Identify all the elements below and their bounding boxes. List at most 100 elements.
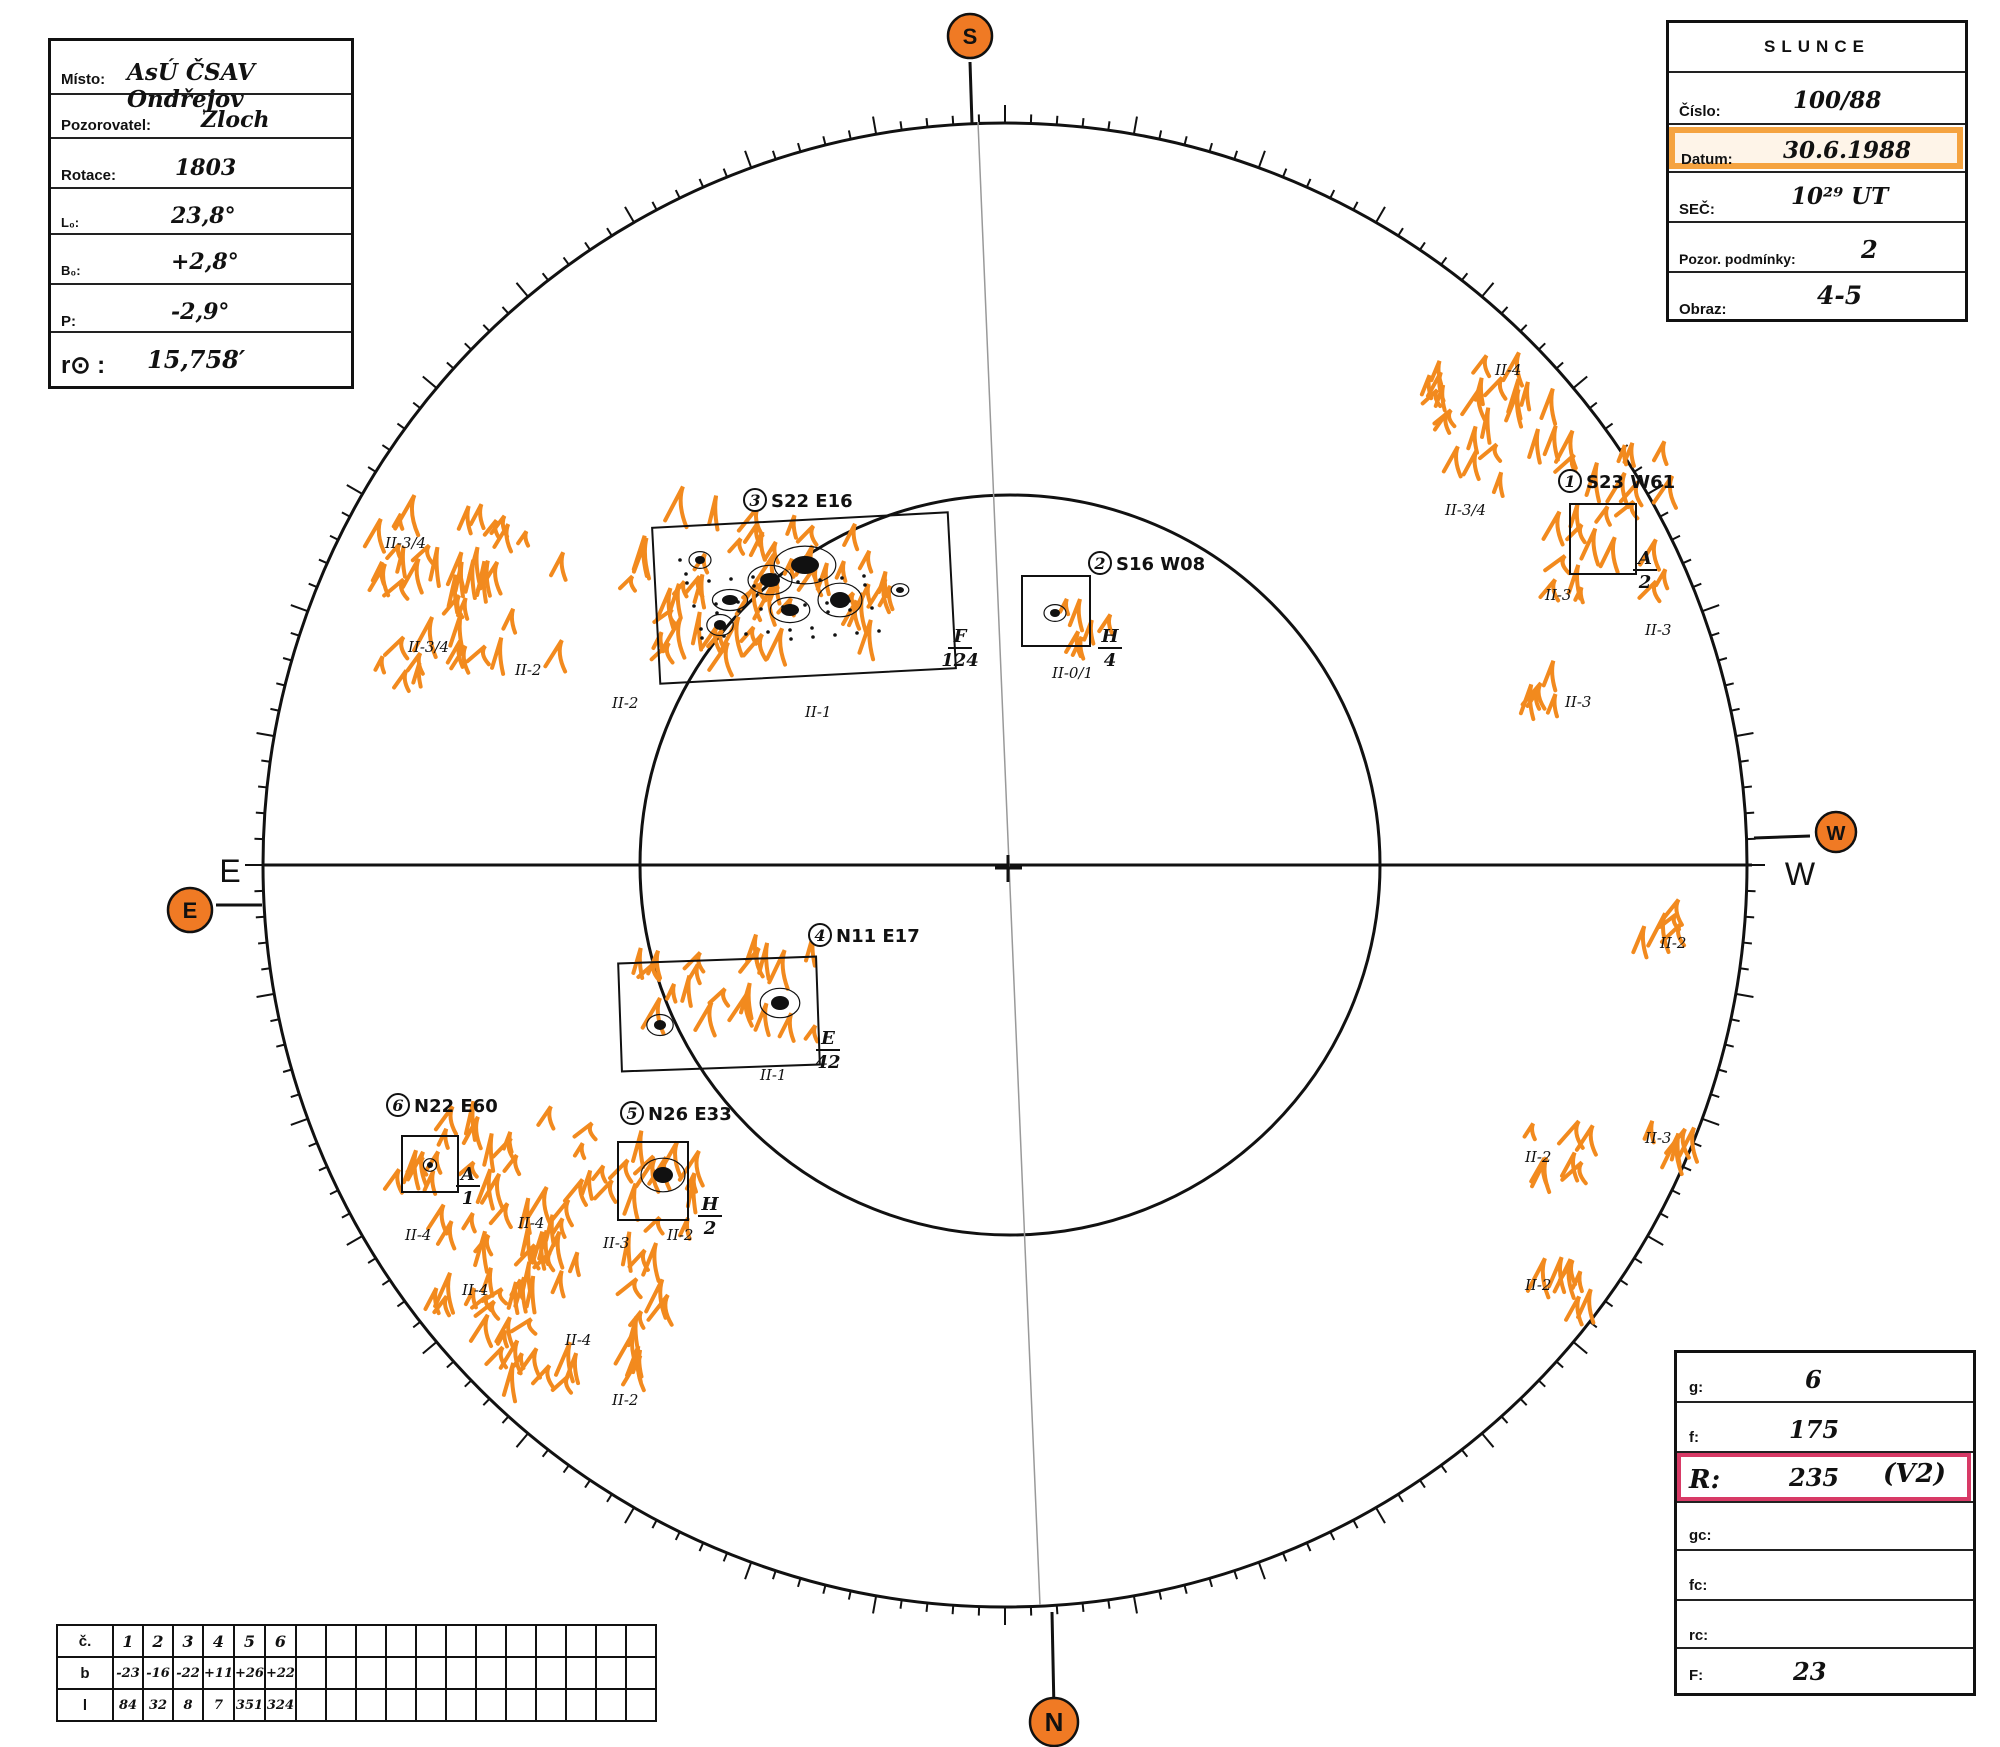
- limb-tick: [276, 1043, 286, 1048]
- limb-tick: [1724, 682, 1734, 687]
- pore: [796, 580, 800, 584]
- facula-stroke: [1432, 408, 1457, 429]
- facula-stroke: [495, 1329, 509, 1349]
- limb-tick: [1208, 1577, 1213, 1588]
- facula-stroke: [1461, 450, 1481, 482]
- limb-tick: [256, 732, 275, 738]
- pore: [737, 609, 741, 613]
- facula-stroke: [742, 522, 763, 548]
- gc-label: gc:: [1689, 1527, 1712, 1544]
- axis-letter-w: W: [1785, 856, 1816, 892]
- pore: [811, 635, 815, 639]
- counts-box: g: 6 f: 175 R: 235 (V2) gc: fc: rc: F: 2…: [1674, 1350, 1976, 1696]
- facula-stroke: [607, 1158, 634, 1184]
- cell-b: -23: [112, 1656, 144, 1690]
- facula-stroke: [433, 1105, 459, 1136]
- facula-stroke: [564, 1352, 581, 1386]
- empty-cell: [474, 1688, 507, 1722]
- facula-stroke: [649, 641, 675, 665]
- empty-cell: [594, 1688, 627, 1722]
- fc-label: fc:: [1689, 1577, 1708, 1594]
- facula-stroke: [631, 947, 645, 980]
- facula-label: II-2: [611, 1391, 638, 1409]
- facula-stroke: [1480, 407, 1492, 445]
- slunce-info-box: SLUNCE Číslo: 100/88 Datum: 30.6.1988 SE…: [1666, 20, 1968, 322]
- facula-stroke: [501, 607, 518, 635]
- facula-label: II-4: [517, 1214, 544, 1232]
- facula-stroke: [1652, 440, 1669, 467]
- facula-stroke: [383, 635, 410, 661]
- facula-stroke: [1566, 564, 1583, 601]
- limb-tick: [422, 375, 438, 389]
- facula-stroke: [488, 1202, 513, 1230]
- facula-stroke: [618, 574, 637, 593]
- facula-stroke: [785, 514, 798, 540]
- l0-label: L₀:: [61, 215, 80, 230]
- facula-stroke: [1478, 442, 1503, 463]
- facula-stroke: [468, 503, 486, 531]
- facula-label: II-4: [461, 1281, 488, 1299]
- facula-stroke: [1539, 387, 1558, 426]
- r-value-highlight: [1677, 1453, 1971, 1501]
- sunspot: [714, 620, 726, 630]
- facula-stroke: [550, 1270, 566, 1299]
- sunspot: [781, 604, 799, 616]
- axis-letter-e: E: [219, 853, 240, 889]
- facula-stroke: [1460, 385, 1487, 422]
- sunspot: [896, 587, 904, 593]
- facula-stroke: [628, 1310, 646, 1330]
- facula-stroke: [707, 495, 720, 532]
- obraz-value: 4-5: [1817, 281, 1863, 310]
- pore: [752, 584, 756, 588]
- facula-stroke: [531, 1364, 555, 1389]
- sunspot-penumbra: [646, 1013, 674, 1037]
- limb-tick: [1735, 992, 1754, 998]
- facula-stroke: [461, 1212, 477, 1234]
- group-count: 124: [941, 650, 979, 671]
- pore: [729, 577, 733, 581]
- limb-tick: [1647, 1235, 1664, 1246]
- facula-stroke: [463, 1287, 478, 1310]
- group-number: 2: [1093, 554, 1105, 573]
- empty-cell: [504, 1624, 537, 1658]
- facula-stroke: [842, 522, 860, 552]
- facula-stroke: [1552, 1258, 1576, 1300]
- facula-stroke: [1491, 471, 1505, 498]
- facula-stroke: [382, 1168, 404, 1195]
- limb-tick: [1724, 1043, 1734, 1048]
- facula-stroke: [549, 1198, 574, 1228]
- facula-label: II-2: [666, 1226, 693, 1244]
- empty-cell: [294, 1688, 327, 1722]
- facula-stroke: [741, 632, 768, 662]
- sunspot: [830, 592, 850, 608]
- facula-stroke: [572, 1121, 598, 1142]
- cell-l: 351: [232, 1688, 266, 1722]
- facula-stroke: [501, 1362, 518, 1404]
- facula-label: II-1: [759, 1066, 786, 1084]
- pore: [810, 626, 814, 630]
- empty-cell: [444, 1656, 477, 1690]
- limb-tick: [1717, 1068, 1728, 1073]
- facula-stroke: [1659, 922, 1687, 948]
- cell-l: 8: [172, 1688, 204, 1722]
- facula-stroke: [521, 1261, 533, 1297]
- facula-stroke: [498, 1339, 523, 1376]
- facula-stroke: [1519, 381, 1532, 412]
- limb-tick: [290, 604, 309, 613]
- limb-tick: [1671, 534, 1681, 541]
- group-number: 4: [814, 926, 825, 945]
- facula-stroke: [857, 619, 876, 662]
- sunspot: [427, 1162, 433, 1168]
- pore: [803, 603, 807, 607]
- compass-n-stem: [1050, 1611, 1056, 1711]
- facula-stroke: [765, 627, 788, 667]
- empty-cell: [474, 1656, 507, 1690]
- limb-tick: [797, 1577, 802, 1588]
- facula-stroke: [748, 530, 767, 562]
- group-box: [617, 1141, 689, 1221]
- limb-tick: [1481, 1432, 1495, 1448]
- pore: [692, 604, 696, 608]
- facula-label: II-3/4: [384, 534, 426, 552]
- empty-cell: [474, 1624, 507, 1658]
